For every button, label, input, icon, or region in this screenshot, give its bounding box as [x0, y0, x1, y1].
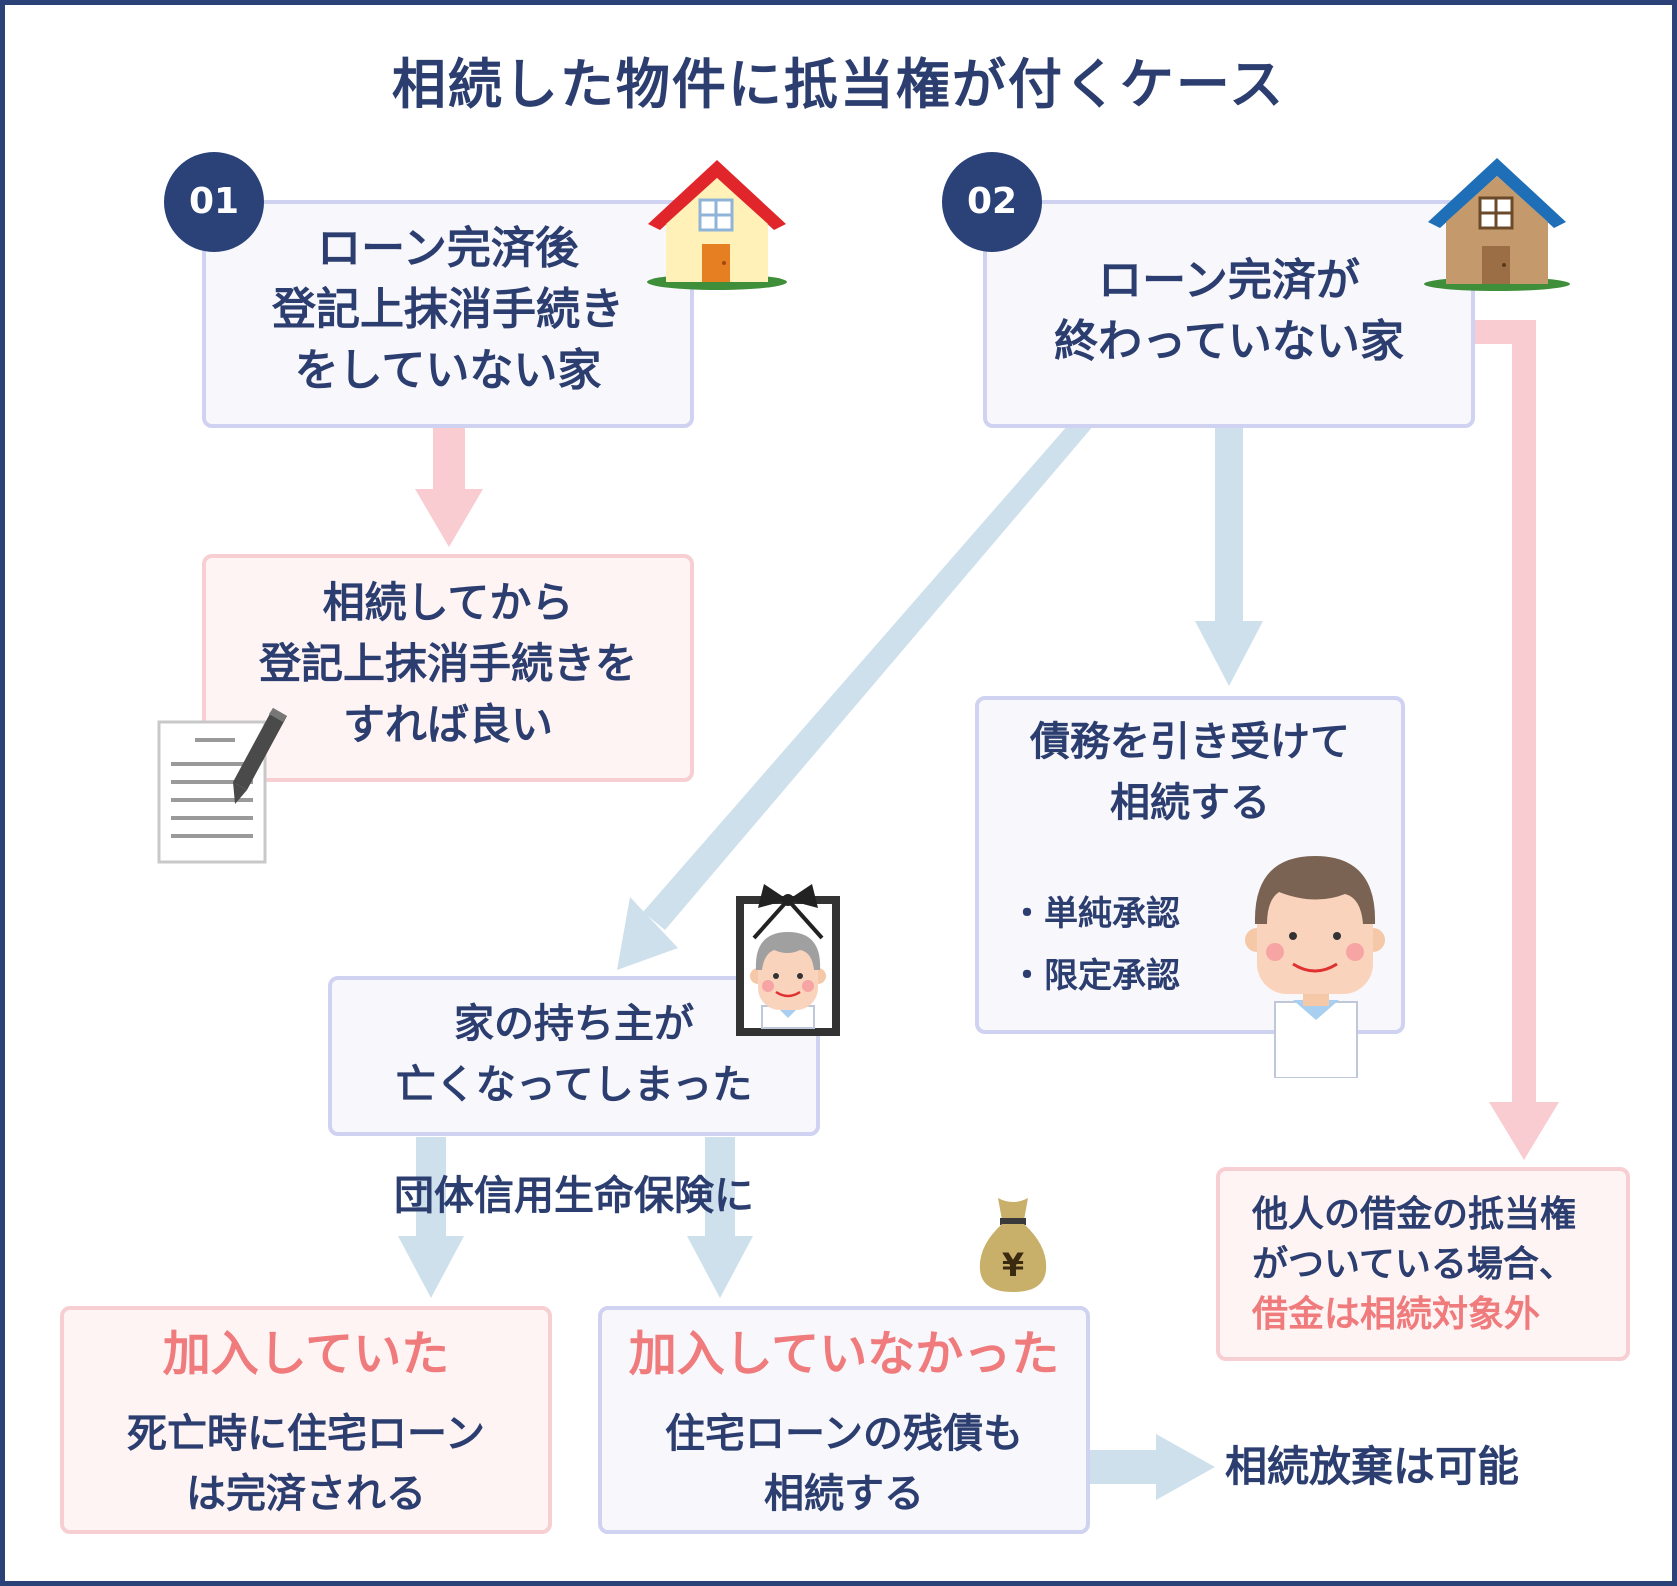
joined-heading: 加入していた — [162, 1326, 450, 1382]
money-bag-symbol: ¥ — [1002, 1246, 1024, 1284]
not-joined-line-2: 相続する — [764, 1471, 924, 1517]
arrow-case2-diagonal — [617, 425, 1094, 970]
case1-result-text: 相続してから 登記上抹消手続きを すれば良い — [202, 572, 694, 755]
arrow-insurance-left — [398, 1137, 464, 1298]
document-pen-icon — [157, 708, 287, 864]
house-blue-roof-icon — [1424, 158, 1570, 291]
not-joined-line-1: 住宅ローンの残債も — [665, 1411, 1023, 1457]
case1-line-2: 登記上抹消手続き — [272, 284, 624, 335]
other-debt-line-2: がついている場合、 — [1252, 1244, 1575, 1285]
case2-line-1: ローン完済が — [1098, 255, 1360, 306]
joined-box — [60, 1306, 552, 1534]
young-man-icon — [1245, 856, 1385, 1078]
arrow-case2-side — [1474, 320, 1559, 1160]
not-joined-box — [598, 1306, 1090, 1534]
case2-death-text: 家の持ち主が 亡くなってしまった — [328, 994, 820, 1116]
case1-badge: 01 — [164, 152, 264, 252]
case1-result-line-2: 登記上抹消手続きを — [258, 639, 637, 688]
case2-inherit-text: 債務を引き受けて 相続する — [975, 712, 1405, 834]
case2-line-2: 終わっていない家 — [1054, 316, 1404, 367]
joined-line-2: は完済される — [186, 1471, 426, 1517]
renounce-text: 相続放棄は可能 — [1225, 1442, 1520, 1491]
case2-box-text: ローン完済が 終わっていない家 — [983, 250, 1475, 372]
house-red-roof-icon — [647, 160, 787, 290]
case1-box — [202, 200, 694, 428]
not-joined-text: 住宅ローンの残債も 相続する — [598, 1404, 1090, 1524]
arrow-renounce — [1090, 1434, 1215, 1500]
arrow-case1-down — [415, 425, 483, 547]
other-debt-line-1: 他人の借金の抵当権 — [1252, 1194, 1577, 1235]
not-joined-heading: 加入していなかった — [628, 1326, 1060, 1382]
case1-result-line-1: 相続してから — [322, 578, 574, 627]
case2-badge: 02 — [942, 152, 1042, 252]
case1-result-line-3: すれば良い — [342, 700, 553, 749]
case2-box — [983, 200, 1475, 428]
case1-line-1: ローン完済後 — [317, 223, 579, 274]
case1-result-box — [202, 554, 694, 782]
joined-text: 死亡時に住宅ローン は完済される — [60, 1404, 552, 1524]
approval-item-simple: ・単純承認 — [1010, 894, 1180, 934]
other-debt-highlight: 借金は相続対象外 — [1252, 1294, 1541, 1335]
memorial-portrait-icon — [736, 884, 840, 1036]
case1-line-3: をしていない家 — [294, 345, 602, 396]
joined-line-1: 死亡時に住宅ローン — [127, 1411, 485, 1457]
money-bag-yen-icon: ¥ — [979, 1198, 1047, 1292]
approval-item-limited: ・限定承認 — [1010, 956, 1180, 996]
case2-death-line-1: 家の持ち主が — [454, 1001, 694, 1047]
arrow-case2-down — [1195, 425, 1263, 686]
case1-box-text: ローン完済後 登記上抹消手続き をしていない家 — [202, 218, 694, 401]
arrow-insurance-right — [687, 1137, 753, 1298]
insurance-label: 団体信用生命保険に — [394, 1173, 754, 1219]
case2-inherit-line-2: 相続する — [1110, 780, 1270, 826]
diagram-title: 相続した物件に抵当権が付くケース — [391, 53, 1286, 116]
case2-inherit-line-1: 債務を引き受けて — [1030, 719, 1350, 765]
case2-death-line-2: 亡くなってしまった — [395, 1062, 753, 1108]
other-debt-text: 他人の借金の抵当権 がついている場合、 借金は相続対象外 — [1252, 1190, 1576, 1340]
other-debt-box — [1216, 1167, 1630, 1361]
